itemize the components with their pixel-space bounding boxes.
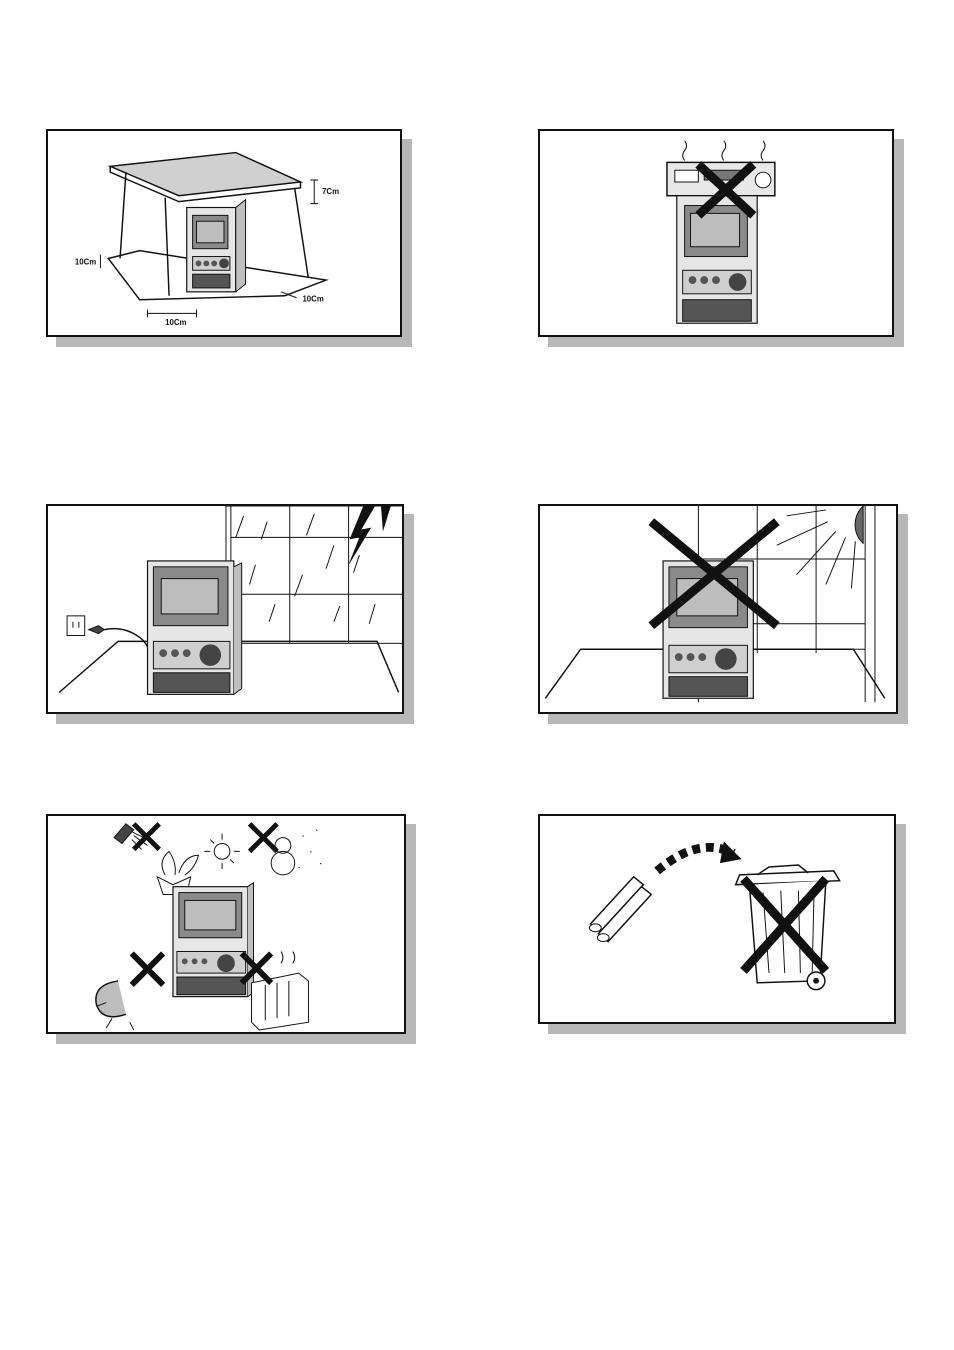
heater-icon — [252, 973, 309, 1030]
panel-unplug-during-storm — [46, 504, 404, 714]
label-left-clearance: 10Cm — [75, 257, 96, 266]
wall-outlet-icon — [67, 616, 85, 636]
label-top-clearance: 7Cm — [322, 187, 339, 196]
sun-icon — [855, 506, 863, 543]
battery-disposal-illustration — [540, 816, 894, 1022]
ventilation-illustration: 7Cm 10Cm 10Cm 10Cm — [48, 131, 400, 335]
stereo-unit — [148, 561, 242, 694]
stereo-unit — [677, 196, 757, 324]
hazards-illustration — [48, 816, 404, 1032]
window — [226, 506, 402, 643]
sunlight-illustration — [540, 506, 896, 712]
storm-illustration — [48, 506, 402, 712]
panel-battery-disposal — [538, 814, 896, 1024]
label-right-clearance: 10Cm — [302, 295, 323, 304]
lightning-icon — [348, 506, 375, 567]
heat-wave-icon — [683, 141, 687, 161]
heat-source-illustration — [540, 131, 892, 335]
spray-icon — [114, 824, 134, 844]
panel-avoid-water-magnet-heat — [46, 814, 406, 1034]
power-plug-icon — [89, 626, 105, 634]
sun-icon — [214, 843, 230, 859]
stereo-unit — [187, 200, 246, 292]
panel-no-heat-source-on-top — [538, 129, 894, 337]
label-bottom-clearance: 10Cm — [165, 318, 186, 327]
panel-ventilation-clearance: 7Cm 10Cm 10Cm 10Cm — [46, 129, 402, 337]
battery-icon — [589, 877, 651, 942]
magnet-icon — [96, 981, 126, 1017]
panel-no-direct-sunlight — [538, 504, 898, 714]
